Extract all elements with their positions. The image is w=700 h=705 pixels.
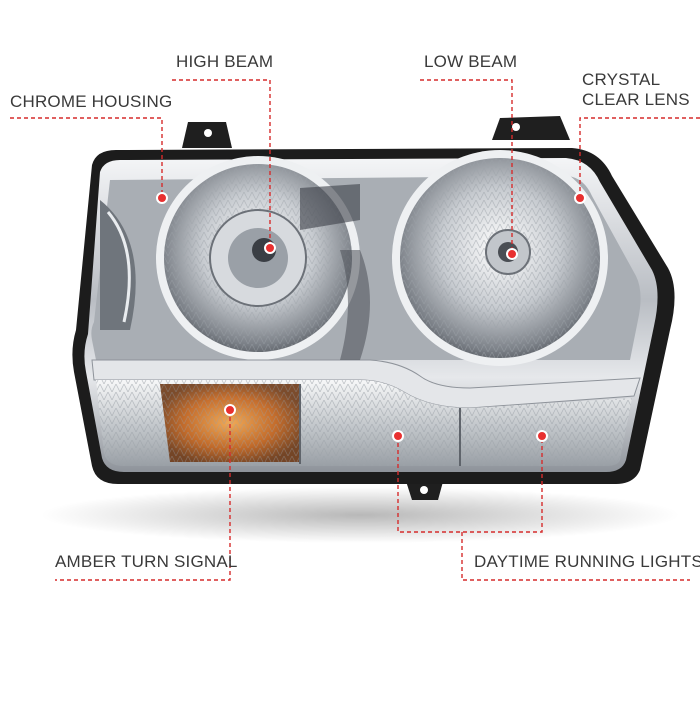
leader-lines	[10, 79, 700, 581]
mounting-hole-left	[204, 129, 212, 137]
label-crystal-line2: CLEAR LENS	[582, 90, 690, 109]
dot-low-beam	[506, 248, 518, 260]
label-amber-turn-signal: AMBER TURN SIGNAL	[55, 552, 238, 571]
mounting-hole-bottom	[420, 486, 428, 494]
leader-chrome-housing	[10, 117, 163, 198]
leader-drl	[461, 532, 690, 581]
callout-dots	[156, 192, 586, 442]
label-high-beam: HIGH BEAM	[176, 52, 274, 71]
label-crystal-line1: CRYSTAL	[582, 70, 661, 89]
dot-drl-center	[392, 430, 404, 442]
mounting-tab-right	[492, 116, 570, 140]
leader-crystal-clear-lens	[579, 117, 700, 198]
label-daytime-running-lights: DAYTIME RUNNING LIGHTS	[474, 552, 700, 571]
leader-high-beam	[172, 79, 271, 248]
dot-amber-turn-signal	[224, 404, 236, 416]
dot-drl-right	[536, 430, 548, 442]
leader-amber-turn-signal	[55, 410, 231, 581]
leader-low-beam	[420, 79, 513, 250]
mounting-hole-right	[512, 123, 520, 131]
dot-chrome-housing	[156, 192, 168, 204]
dot-high-beam	[264, 242, 276, 254]
floor-shadow	[40, 487, 680, 543]
leader-drl-bracket	[397, 436, 543, 533]
dot-crystal-clear-lens	[574, 192, 586, 204]
label-chrome-housing: CHROME HOUSING	[10, 92, 173, 111]
label-low-beam: LOW BEAM	[424, 52, 518, 71]
